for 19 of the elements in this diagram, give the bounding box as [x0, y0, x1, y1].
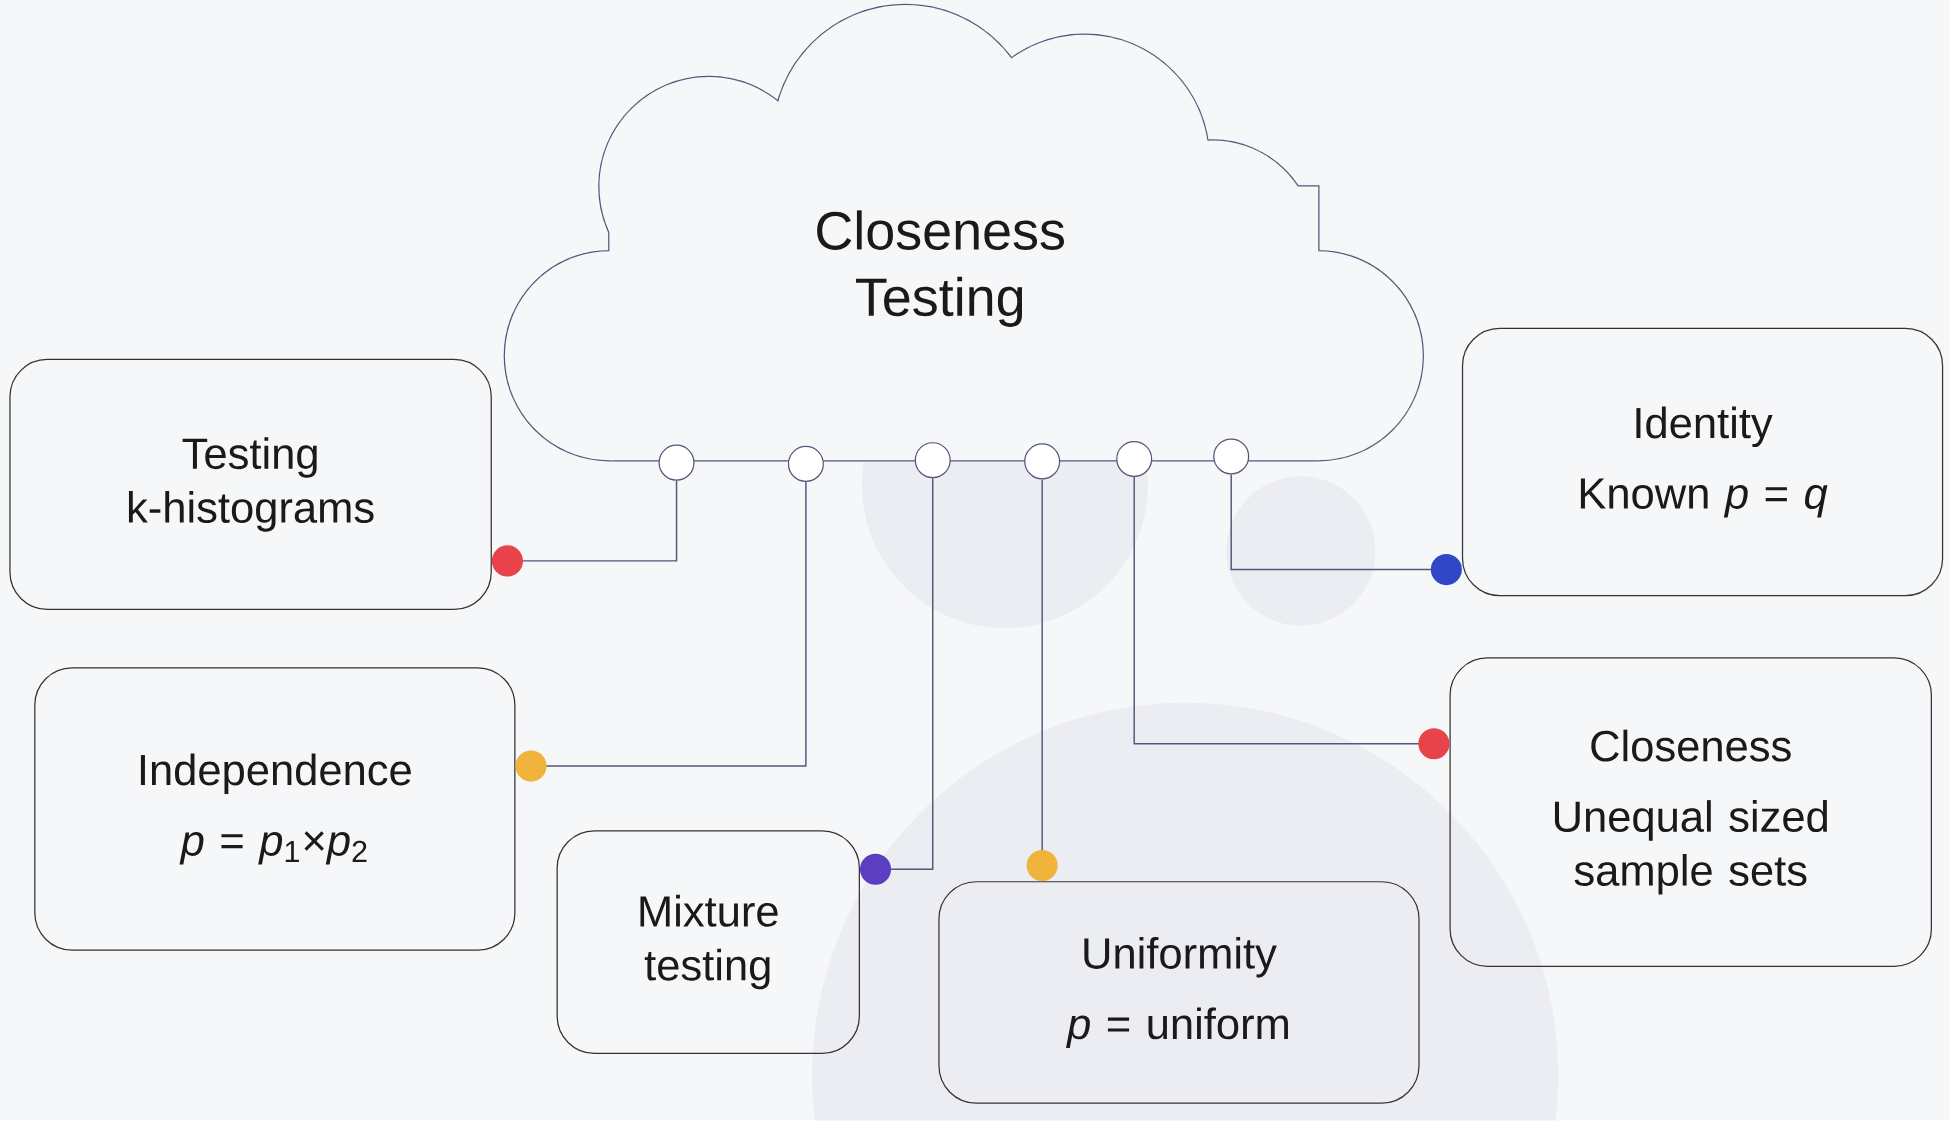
connector-circle	[1213, 438, 1250, 475]
topic-box: Mixture testing	[556, 830, 860, 1055]
connector	[1133, 476, 1450, 760]
topic-box: Testing k-histograms	[9, 359, 492, 611]
connector-circle	[1116, 441, 1153, 478]
topic-box: Closeness Unequal sized sample sets	[1449, 657, 1932, 968]
connector-circle	[658, 444, 695, 481]
node-label: Closeness Testing	[817, 210, 1064, 328]
connector-circle	[1024, 443, 1061, 480]
connector-circle	[914, 442, 951, 479]
connector	[515, 481, 807, 782]
topic-box: Independence p = p$_{1}$×p$_{2}$	[34, 667, 516, 951]
connector-circle	[787, 446, 824, 483]
connector	[1026, 478, 1058, 882]
topic-box: Uniformity p = uniform	[938, 881, 1420, 1104]
connector	[859, 477, 934, 886]
connector	[491, 480, 678, 577]
topic-box: Identity Known p = q	[1461, 327, 1944, 597]
connector	[1230, 473, 1462, 586]
